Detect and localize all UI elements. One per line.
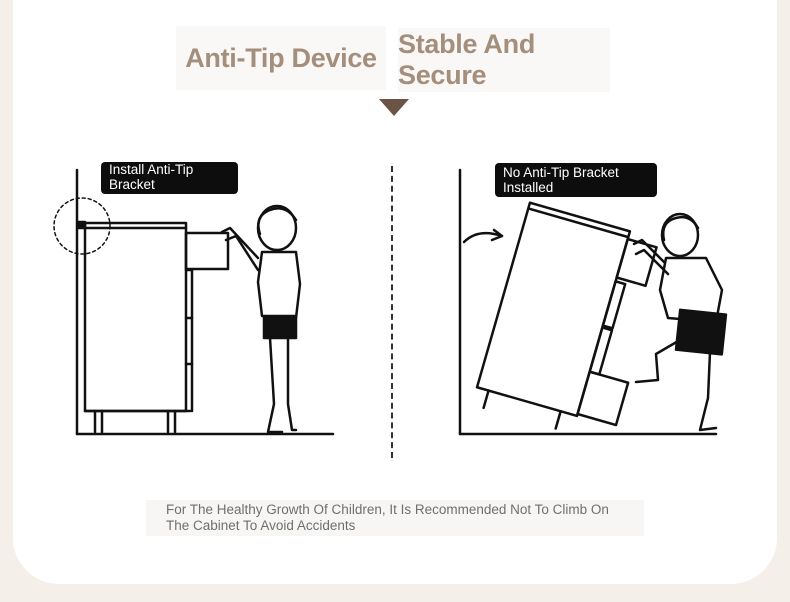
tilted-cabinet xyxy=(475,201,658,430)
child-climbing xyxy=(632,212,728,432)
dashed-divider xyxy=(391,166,393,458)
safety-note: For The Healthy Growth Of Children, It I… xyxy=(146,500,644,536)
callout-install-bracket: Install Anti-Tip Bracket xyxy=(101,162,238,194)
title-stable-and-secure: Stable And Secure xyxy=(398,28,610,92)
bracket-highlight-circle xyxy=(53,197,111,255)
child-standing xyxy=(220,204,302,434)
cabinet xyxy=(83,221,188,413)
title-anti-tip-device: Anti-Tip Device xyxy=(176,26,386,90)
down-arrow-icon xyxy=(379,99,409,116)
right-scene-tipping xyxy=(458,168,728,436)
content-card xyxy=(13,0,777,584)
pulled-drawer xyxy=(184,231,230,271)
left-scene-safe xyxy=(53,168,335,436)
callout-no-bracket: No Anti-Tip Bracket Installed xyxy=(495,163,657,197)
